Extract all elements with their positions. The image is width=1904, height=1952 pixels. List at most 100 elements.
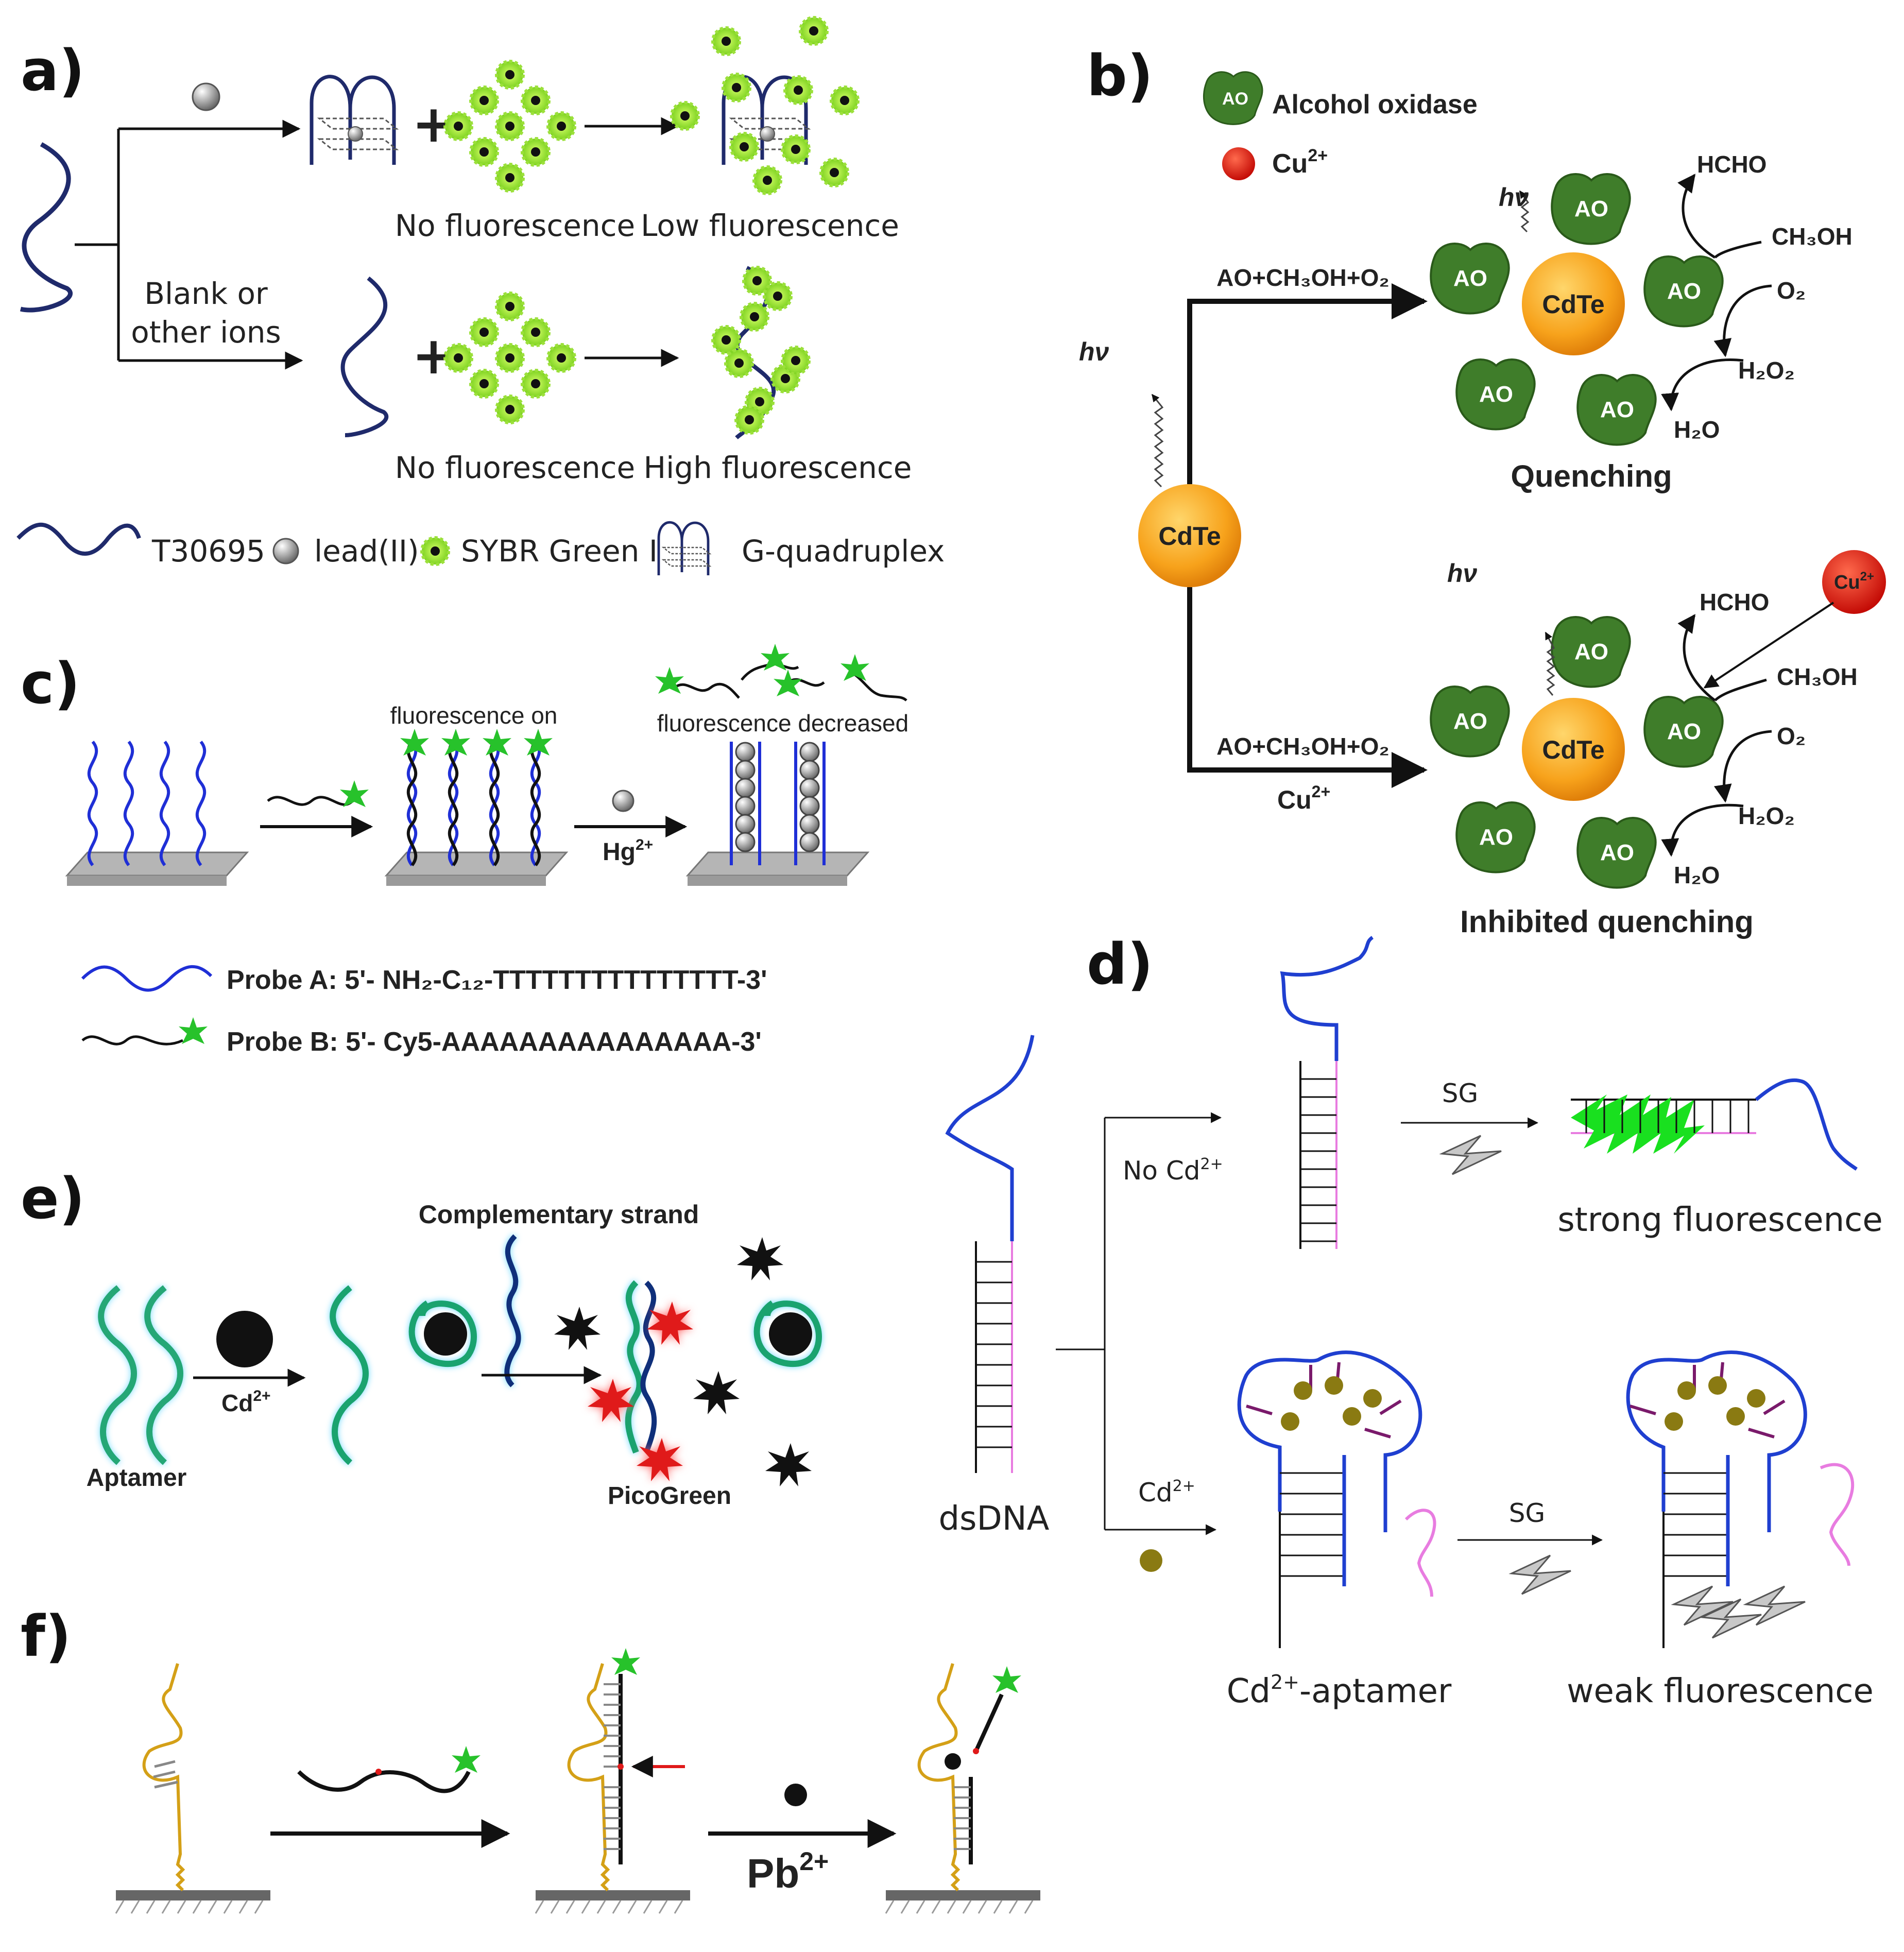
probe-b-incoming [267,796,354,806]
dye-cluster-bottom [445,293,575,423]
legend-ao-text: AO [1222,89,1248,109]
cdte-quenching [1522,252,1625,355]
panel-c-label: c) [21,650,80,716]
electrode-3 [886,1890,1040,1900]
cleavage-site [973,1748,979,1754]
cy5-dye [340,780,369,807]
inhibited-cluster: CdTe AO AO AO AO AO hν Cu2+ HCHO CH₃OH O… [1430,550,1886,939]
duplex-bonds-2 [604,1683,621,1850]
pink-strand-left [1404,1509,1436,1597]
ao-enzyme: AO [1455,358,1536,431]
strong-fluorescence: strong fluorescence [1557,1201,1882,1239]
no-fluorescence-bottom: No fluorescence [395,450,635,485]
blank-line1: Blank or [144,276,268,311]
surface-3 [685,851,870,877]
h2o2-top: H₂O₂ [1738,357,1795,384]
reaction-top: AO+CH₃OH+O₂ [1216,264,1390,291]
gold-aptamer-3 [917,1663,960,1892]
duplex-bonds-3 [954,1786,971,1850]
legend-gquad-icon [657,521,712,576]
weak-fluorescence: weak fluorescence [1567,1672,1874,1710]
svg-text:AO: AO [1600,840,1634,865]
hg-label: Hg2+ [603,836,653,866]
arrow-hcho-bottom [1677,614,1716,701]
legend-lead: lead(II) [314,534,419,569]
ao-enzyme: AO [1430,243,1510,315]
cd-ion [1140,1549,1162,1572]
cleavage-site [375,1769,382,1775]
cd-ion-large [216,1311,273,1367]
svg-text:AO: AO [1479,825,1513,850]
cdte-inhibited [1522,698,1625,801]
h2o-top: H₂O [1674,416,1720,443]
ao-enzyme: AO [1576,817,1657,889]
legend-sybr: SYBR Green I [461,534,658,569]
sg-bound-duplex [1571,1078,1858,1171]
h2o-bottom: H₂O [1674,862,1720,888]
complementary-strand-label: Complementary strand [419,1200,699,1229]
hv-inhibited: hν [1447,559,1478,588]
fluorescence-decreased: fluorescence decreased [657,710,908,737]
dsdna-top-overhang [1280,936,1374,1061]
cy5-dye [655,667,684,694]
ao-enzyme: AO [1643,696,1724,768]
panel-b-label: b) [1087,43,1153,109]
g-quadruplex-low [672,18,858,194]
duplex-picogreen [588,1280,693,1481]
cdte-center [1138,484,1241,587]
cd-aptamer-weak [1626,1350,1807,1648]
aptamer-cd-complex [408,1300,477,1367]
legend-sybr-icon [422,538,449,564]
cd-aptamer-label: Cd2+-aptamer [1227,1671,1452,1710]
t30695-strand-free [340,276,389,437]
line-ch3oh-top [1714,241,1762,259]
dsdna-label: dsDNA [939,1500,1050,1538]
o2-bottom: O₂ [1777,723,1806,749]
hv-wave-center [1151,393,1164,488]
cu-ion-ball-label: Cu2+ [1834,570,1874,593]
legend-t30695-icon [16,522,141,556]
sg-dye-top [1439,1135,1502,1175]
ao-enzyme: AO [1551,173,1631,245]
legend-t30695: T30695 [151,534,265,569]
pink-strand-right [1820,1463,1855,1566]
cy5-dye [774,670,802,696]
h2o2-bottom: H₂O₂ [1738,802,1795,829]
strand-with-dyes [713,267,809,439]
panel-a-label: a) [21,38,85,104]
aptamer-single [330,1285,369,1465]
hv-wave-inhibited [1545,631,1555,696]
hv-wave-quenching [1519,190,1530,233]
t-hg-t-strands [730,742,826,865]
aptamer-label: Aptamer [87,1464,187,1492]
no-fluorescence-top: No fluorescence [395,208,635,243]
probe-b-label: Probe B: 5'- Cy5-AAAAAAAAAAAAAAA-3' [227,1027,762,1057]
panel-a: a) + No fluorescence Low fluore [16,18,945,576]
probe-strand-incoming [297,1770,471,1793]
picogreen-label: PicoGreen [608,1482,731,1510]
probe-b-legend-icon [81,1035,184,1046]
panel-f-label: f) [21,1603,71,1669]
reaction-bottom: AO+CH₃OH+O₂ [1216,733,1390,760]
ao-enzyme: AO [1430,686,1510,758]
dsdna-overhang [945,1035,1035,1241]
cdte-quenching-label: CdTe [1542,290,1604,319]
arrow-o2-top [1713,284,1772,357]
cu-ion-ball [1822,550,1886,614]
cy5-dye [179,1017,208,1044]
branch-inhibited [1187,587,1428,788]
inhibited-quenching-label: Inhibited quenching [1460,904,1754,939]
line-ch3oh-bottom [1714,678,1767,701]
probe-a-label: Probe A: 5'- NH₂-C₁₂-TTTTTTTTTTTTTTT-3' [227,965,767,995]
panel-a-legend: T30695 lead(II) SYBR Green I G-quadruple… [16,521,945,576]
t30695-strand [20,142,73,313]
legend-alcohol-oxidase: Alcohol oxidase [1272,90,1478,119]
ch3oh-top: CH₃OH [1772,223,1852,250]
hg-ion [612,790,634,812]
ao-enzyme: AO [1551,616,1631,688]
svg-text:AO: AO [1667,719,1701,744]
legend-lead-icon [272,538,299,564]
arrow-h2o-top [1661,358,1744,412]
cleaved-strand-upper [974,1693,1004,1752]
panel-e-label: e) [21,1166,85,1231]
